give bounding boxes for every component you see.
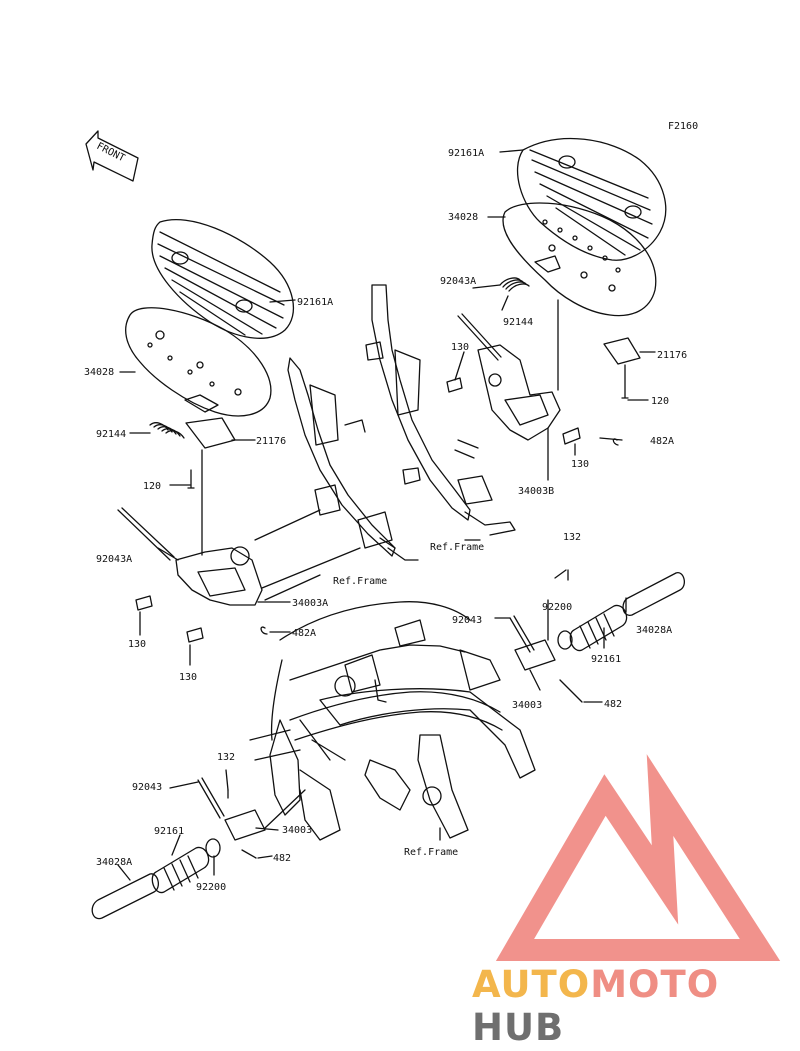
left-bracket-34003A <box>175 546 263 606</box>
watermark-text: AUTOMOTO HUB <box>472 963 800 1049</box>
callout-92161A-right: 92161A <box>448 148 484 159</box>
callout-92200-left: 92200 <box>196 882 226 893</box>
left-bolt-120 <box>187 469 195 489</box>
figure-code: F2160 <box>668 121 698 132</box>
right-bracket-21176 <box>603 337 641 365</box>
callout-120-right: 120 <box>651 396 669 407</box>
callout-482-left: 482 <box>273 853 291 864</box>
callout-120-left: 120 <box>143 481 161 492</box>
watermark-auto: AUTO <box>472 963 591 1006</box>
callout-92043A-right: 92043A <box>440 276 476 287</box>
callout-482A-right: 482A <box>650 436 674 447</box>
callout-92161-right: 92161 <box>591 654 621 665</box>
right-bolt-130-lower <box>562 427 581 445</box>
left-leader-lines <box>254 509 361 601</box>
watermark-hub: HUB <box>472 1006 565 1049</box>
right-spring-92144 <box>499 277 530 292</box>
brand-logo-icon <box>495 754 781 961</box>
callout-34003A: 34003A <box>292 598 328 609</box>
right-bracket-34003B <box>477 344 561 441</box>
ref-frame-left: Ref.Frame <box>333 576 387 587</box>
callout-34003B: 34003B <box>518 486 554 497</box>
right-pin-92043A <box>457 313 502 361</box>
callout-92200-right: 92200 <box>542 602 572 613</box>
right-frame-rail <box>365 284 516 536</box>
callout-34028-right: 34028 <box>448 212 478 223</box>
right-footboard-cover <box>516 137 667 261</box>
right-bolt-120 <box>621 364 629 399</box>
callout-21176-right: 21176 <box>657 350 687 361</box>
callout-34028A-left: 34028A <box>96 857 132 868</box>
callout-130-right-upper: 130 <box>451 342 469 353</box>
left-bolt-130-upper <box>135 595 153 611</box>
callout-34028-left: 34028 <box>84 367 114 378</box>
callout-92144-right: 92144 <box>503 317 533 328</box>
ref-frame-bottom: Ref.Frame <box>404 847 458 858</box>
left-footpeg <box>91 777 306 920</box>
right-footboard-rubber <box>502 202 657 317</box>
left-bolt-130-lower <box>186 627 204 643</box>
callout-482A-left: 482A <box>292 628 316 639</box>
left-frame-rail <box>287 357 419 561</box>
callout-482-right: 482 <box>604 699 622 710</box>
main-frame <box>249 601 536 841</box>
watermark-moto: MOTO <box>590 963 720 1006</box>
left-spring-92144 <box>149 422 185 439</box>
left-footboard-rubber <box>125 307 272 417</box>
ref-frame-right: Ref.Frame <box>430 542 484 553</box>
callout-34028A-right: 34028A <box>636 625 672 636</box>
callout-132-right: 132 <box>563 532 581 543</box>
left-clip-482A <box>260 626 268 635</box>
left-bracket-21176 <box>185 417 236 449</box>
callout-130-left-upper: 130 <box>128 639 146 650</box>
callout-92043-left: 92043 <box>132 782 162 793</box>
callout-132-left: 132 <box>217 752 235 763</box>
callout-21176-left: 21176 <box>256 436 286 447</box>
right-footpeg <box>509 569 686 703</box>
callout-34003-right: 34003 <box>512 700 542 711</box>
callout-92144-left: 92144 <box>96 429 126 440</box>
left-footboard-cover <box>151 218 295 339</box>
callout-92043A-left: 92043A <box>96 554 132 565</box>
callout-92161-left: 92161 <box>154 826 184 837</box>
callout-130-right-lower: 130 <box>571 459 589 470</box>
front-arrow-icon <box>85 130 139 182</box>
leader-lines <box>117 149 656 881</box>
callout-34003-left: 34003 <box>282 825 312 836</box>
callout-92043-right: 92043 <box>452 615 482 626</box>
callout-92161A-left: 92161A <box>297 297 333 308</box>
callout-130-left-lower: 130 <box>179 672 197 683</box>
left-pin-92043A <box>117 507 175 561</box>
